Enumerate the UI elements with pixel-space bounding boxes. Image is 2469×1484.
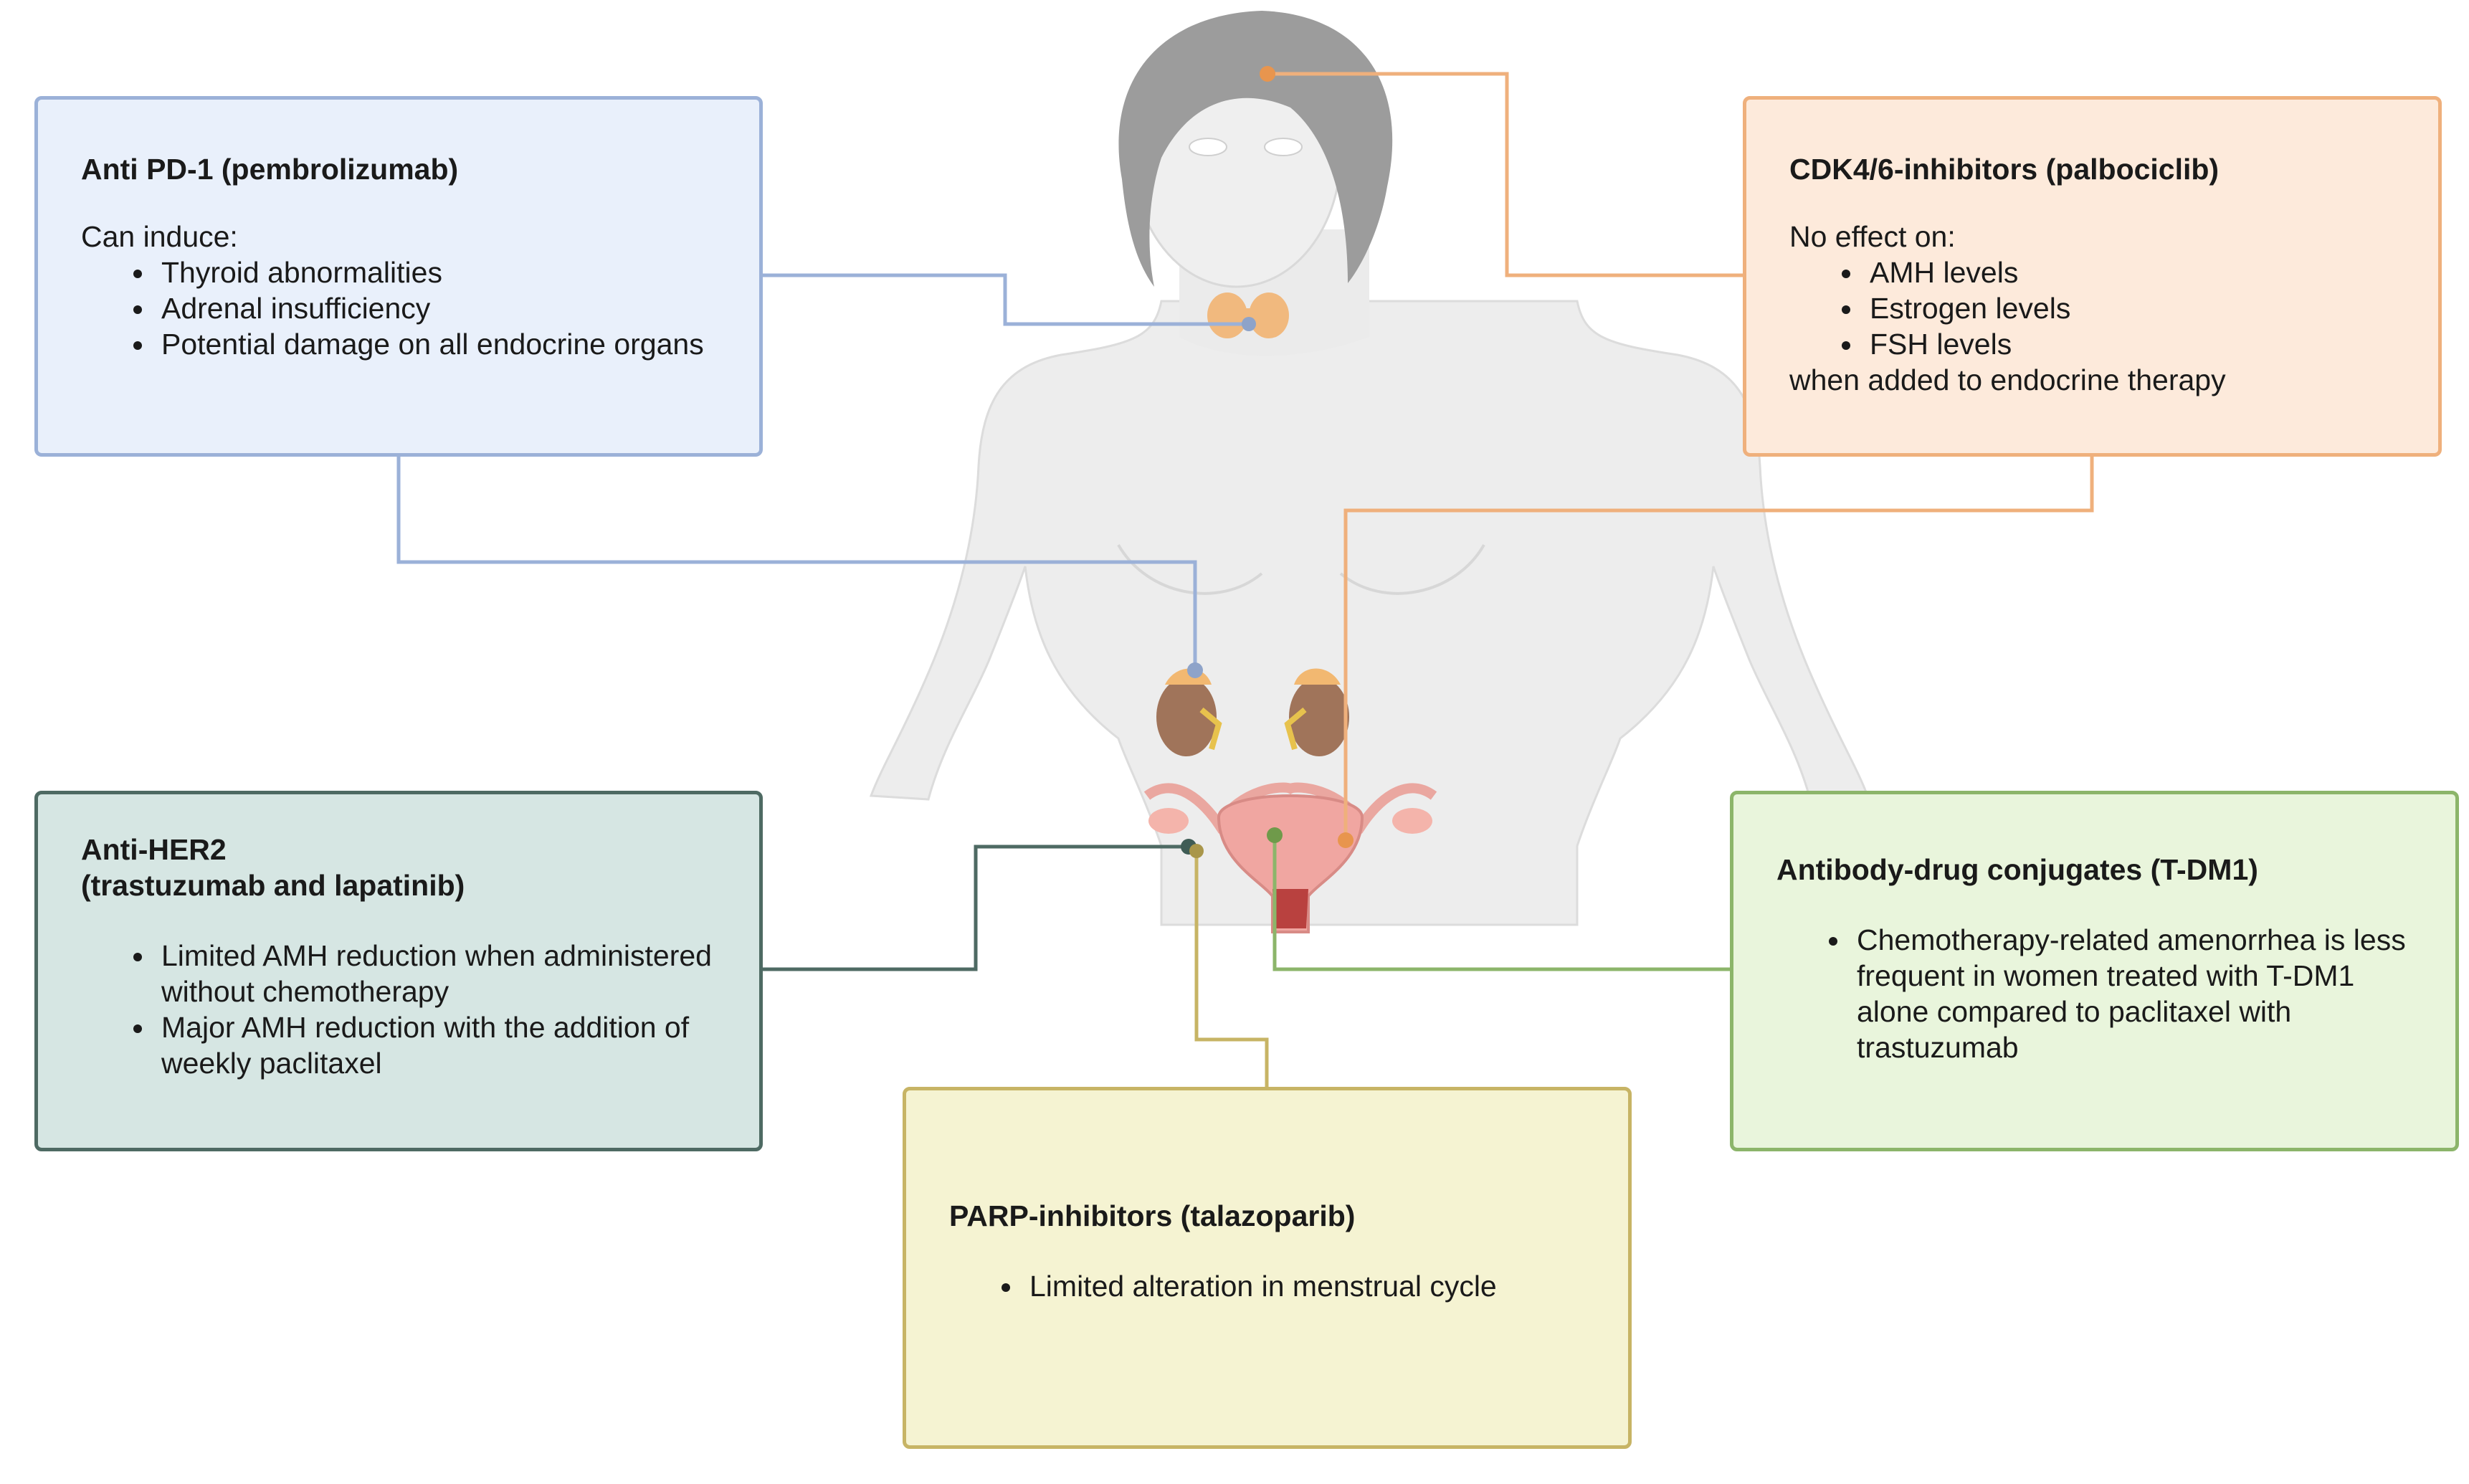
- list-item: FSH levels: [1864, 326, 2409, 362]
- left-ovary: [1148, 808, 1189, 834]
- anti-her2-title: Anti-HER2 (trastuzumab and lapatinib): [81, 832, 731, 903]
- list-item: Potential damage on all endocrine organs: [156, 326, 731, 362]
- pd1-thyroid-connector: [763, 273, 1249, 326]
- list-item: Estrogen levels: [1864, 290, 2409, 326]
- anti-pd1-title: Anti PD-1 (pembrolizumab): [81, 153, 459, 186]
- anti-her2-box: Anti-HER2 (trastuzumab and lapatinib) Li…: [34, 791, 763, 1151]
- list-item: Limited alteration in menstrual cycle: [1024, 1268, 1599, 1304]
- parp-title: PARP-inhibitors (talazoparib): [949, 1199, 1356, 1232]
- cdk-ovary-connector: [1343, 457, 2094, 840]
- adc-title: Antibody-drug conjugates (T-DM1): [1776, 853, 2258, 886]
- list-item: Major AMH reduction with the addition of…: [156, 1009, 731, 1081]
- uterus: [1217, 794, 1364, 933]
- adc-box: Antibody-drug conjugates (T-DM1) Chemoth…: [1730, 791, 2459, 1151]
- adc-connector: [1272, 835, 1730, 971]
- anti-her2-title-line2: (trastuzumab and lapatinib): [81, 869, 465, 902]
- list-item: Chemotherapy-related amenorrhea is less …: [1851, 922, 2427, 1065]
- hair: [1118, 11, 1393, 287]
- anti-pd1-list: Thyroid abnormalities Adrenal insufficie…: [81, 255, 731, 362]
- parp-connector: [1194, 851, 1269, 1087]
- anti-pd1-intro: Can induce:: [81, 220, 238, 253]
- cdk46-outro: when added to endocrine therapy: [1789, 363, 2226, 396]
- list-item: Adrenal insufficiency: [156, 290, 731, 326]
- cdk46-title: CDK4/6-inhibitors (palbociclib): [1789, 153, 2220, 186]
- cdk46-list: AMH levels Estrogen levels FSH levels: [1789, 255, 2409, 362]
- uterus-and-ovaries: [1143, 782, 1437, 933]
- right-eye: [1264, 138, 1303, 156]
- right-ovary: [1392, 808, 1432, 834]
- her2-connector: [763, 845, 1189, 971]
- anti-pd1-box: Anti PD-1 (pembrolizumab) Can induce: Th…: [34, 96, 763, 457]
- female-body-silhouette: [869, 11, 1870, 926]
- anti-her2-list: Limited AMH reduction when administered …: [81, 938, 731, 1081]
- list-item: Limited AMH reduction when administered …: [156, 938, 731, 1009]
- left-eye: [1189, 138, 1227, 156]
- parp-box: PARP-inhibitors (talazoparib) Limited al…: [903, 1087, 1632, 1449]
- pd1-adrenal-connector: [396, 457, 1197, 670]
- parp-list: Limited alteration in menstrual cycle: [949, 1268, 1599, 1304]
- kidneys: [1156, 677, 1349, 756]
- cdk46-box: CDK4/6-inhibitors (palbociclib) No effec…: [1743, 96, 2442, 457]
- list-item: Thyroid abnormalities: [156, 255, 731, 290]
- thyroid: [1207, 292, 1289, 338]
- adc-list: Chemotherapy-related amenorrhea is less …: [1776, 922, 2427, 1065]
- cdk-brain-connector: [1267, 72, 1743, 277]
- anti-her2-title-line1: Anti-HER2: [81, 833, 227, 866]
- cdk46-intro: No effect on:: [1789, 220, 1956, 253]
- list-item: AMH levels: [1864, 255, 2409, 290]
- arms-torso: [869, 300, 1870, 926]
